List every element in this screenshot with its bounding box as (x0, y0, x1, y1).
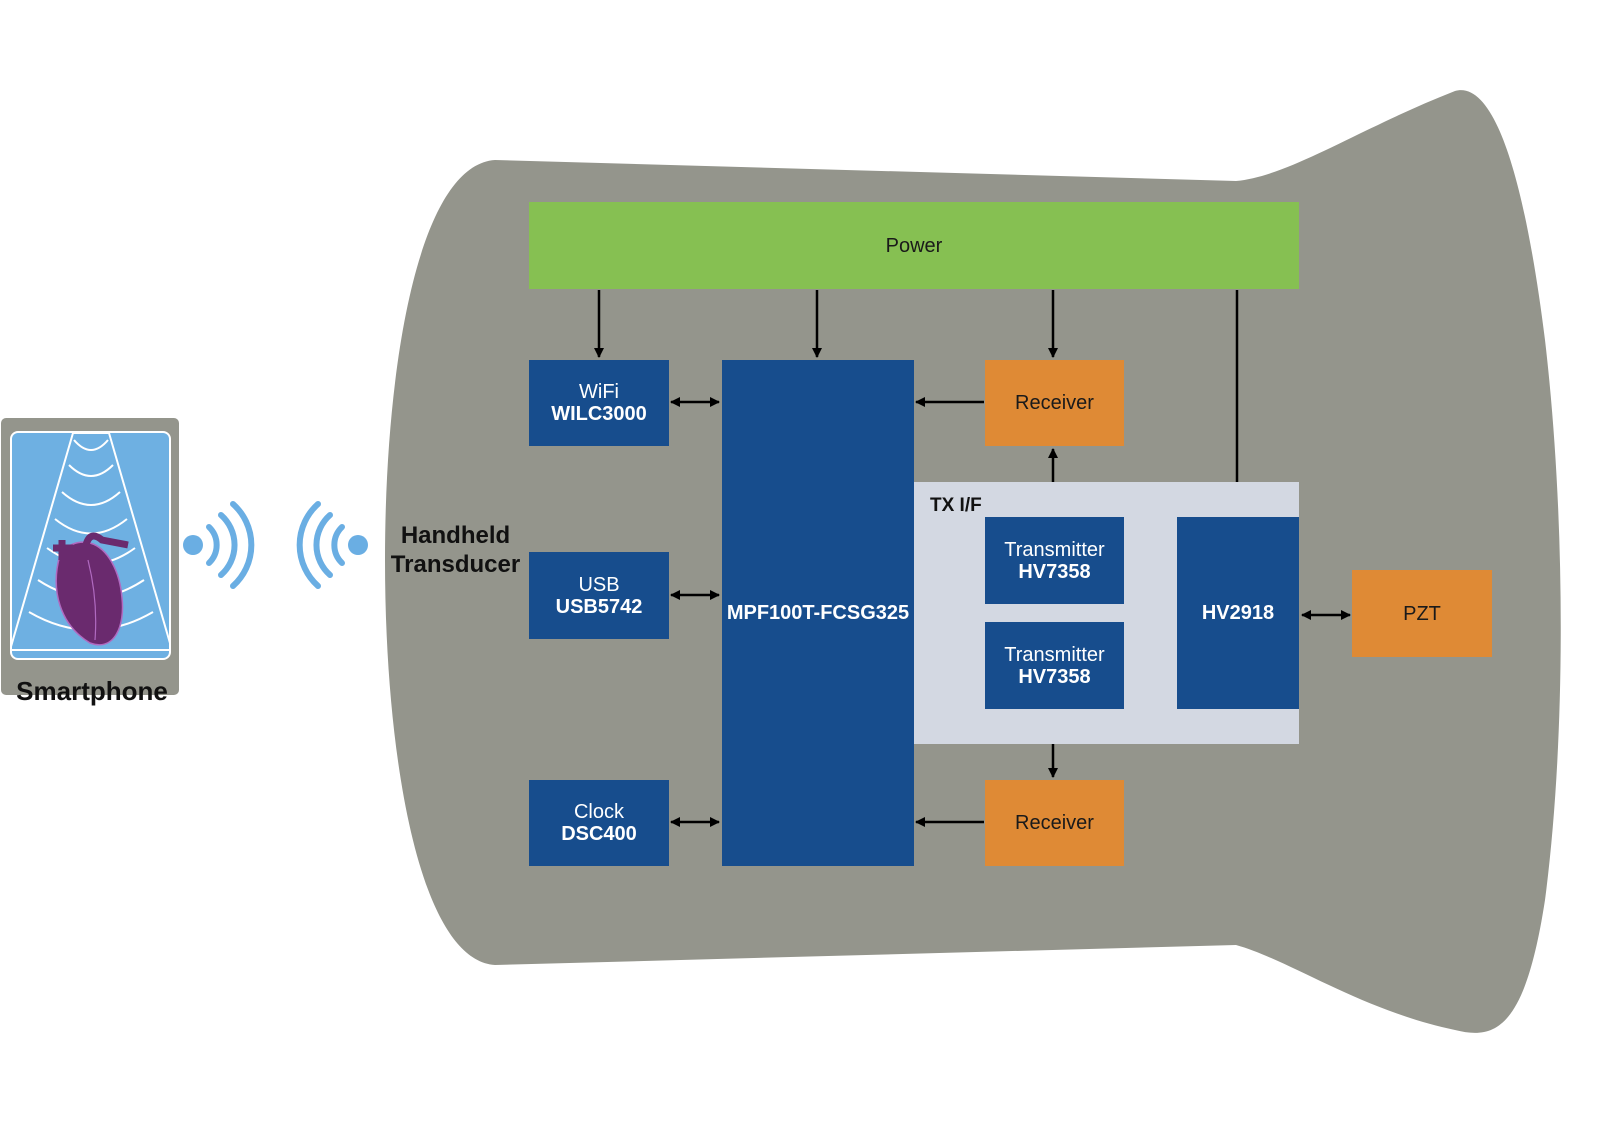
power-label: Power (885, 234, 943, 257)
smartphone-label: Smartphone (16, 676, 168, 706)
usb-label: USB (578, 573, 620, 596)
transmitter-bottom-label: Transmitter (1004, 643, 1105, 666)
wifi-block: WiFi WILC3000 (529, 360, 669, 446)
pzt-block: PZT (1352, 570, 1492, 657)
handheld-transducer-label: Handheld Transducer (388, 522, 523, 580)
clock-label: Clock (573, 801, 624, 823)
wifi-label: WiFi (579, 381, 619, 403)
transmitter-top-block: Transmitter HV7358 (985, 517, 1124, 604)
transmitter-top-label: Transmitter (1004, 538, 1105, 561)
transmitter-bottom-block: Transmitter HV7358 (985, 622, 1124, 709)
fpga-block: MPF100T-FCSG325 (722, 360, 914, 866)
receiver-top-block: Receiver (985, 360, 1124, 446)
smartphone-icon (1, 418, 179, 695)
power-block: Power (529, 202, 1299, 289)
receiver-top-label: Receiver (1015, 392, 1094, 414)
pzt-label: PZT (1403, 602, 1441, 625)
receiver-bottom-label: Receiver (1015, 812, 1094, 834)
clock-block: Clock DSC400 (529, 780, 669, 866)
wireless-signal-icon (183, 501, 255, 589)
receiver-bottom-block: Receiver (985, 780, 1124, 866)
usb-part: USB5742 (555, 595, 643, 618)
transmitter-top-part: HV7358 (1018, 560, 1091, 583)
clock-part: DSC400 (561, 823, 637, 845)
heart-ultrasound-icon (12, 433, 169, 651)
handheld-label-line2: Transducer (390, 550, 521, 578)
fpga-part: MPF100T-FCSG325 (726, 602, 910, 624)
wifi-part: WILC3000 (551, 403, 647, 425)
wireless-signal-icon (296, 501, 368, 589)
transmitter-bottom-part: HV7358 (1018, 665, 1091, 688)
hv-switch-block: HV2918 (1177, 517, 1299, 709)
handheld-label-line1: Handheld (400, 522, 511, 549)
hv-switch-part: HV2918 (1201, 602, 1275, 624)
usb-block: USB USB5742 (529, 552, 669, 639)
tx-interface-label: TX I/F (930, 495, 982, 516)
